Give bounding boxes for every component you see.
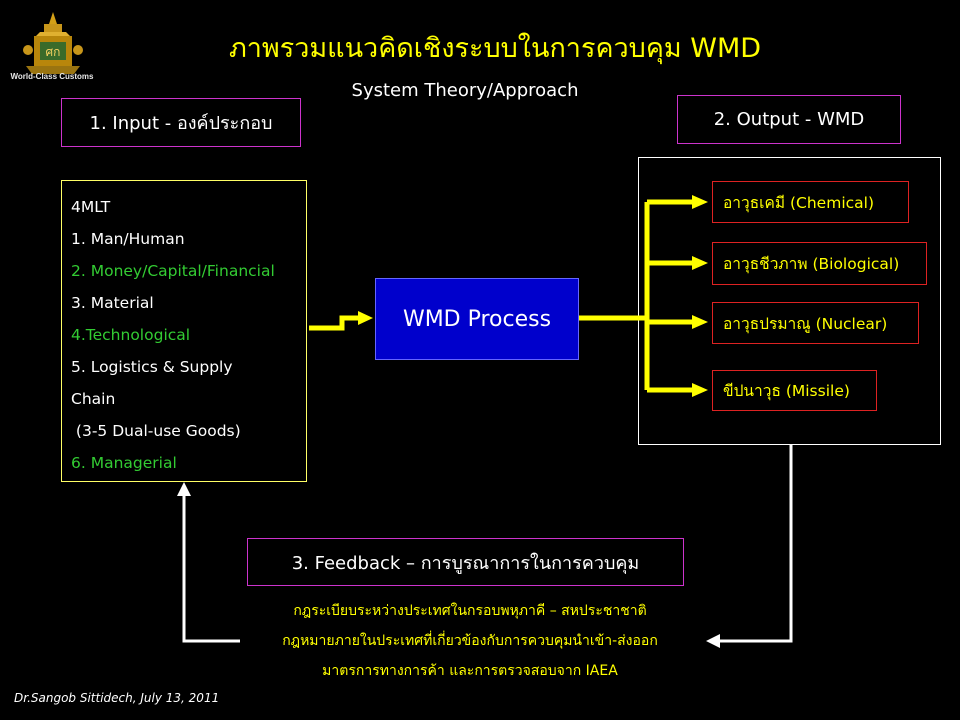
- weapon-label: ขีปนาวุธ (Missile): [723, 382, 850, 400]
- process-label: WMD Process: [402, 306, 552, 332]
- feedback-line: กฎหมายภายในประเทศที่เกี่ยวข้องกับการควบค…: [282, 633, 658, 649]
- input-to-process-arrow: [309, 315, 360, 331]
- weapon-label: อาวุธชีวภาพ (Biological): [723, 255, 900, 273]
- arrowhead-icon: [692, 383, 708, 397]
- input-item: 5. Logistics & Supply: [71, 358, 233, 376]
- input-item: 2. Money/Capital/Financial: [71, 262, 275, 280]
- weapon-biological-box: อาวุธชีวภาพ (Biological): [712, 242, 927, 285]
- arrowhead-icon: [692, 315, 708, 329]
- process-box: WMD Process: [375, 278, 579, 360]
- weapon-nuclear-box: อาวุธปรมาณู (Nuclear): [712, 302, 919, 344]
- weapon-label: อาวุธปรมาณู (Nuclear): [723, 314, 888, 333]
- arrowhead-icon: [706, 634, 720, 648]
- feedback-to-input-arrow: [182, 494, 240, 643]
- weapon-chemical-box: อาวุธเคมี (Chemical): [712, 181, 909, 223]
- slide-subtitle: System Theory/Approach: [351, 80, 579, 101]
- feedback-header-label: 3. Feedback – การบูรณาการในการควบคุม: [291, 552, 640, 574]
- feedback-header-box: 3. Feedback – การบูรณาการในการควบคุม: [247, 538, 684, 586]
- output-panel: [638, 157, 941, 445]
- author-credit: Dr.Sangob Sittidech, July 13, 2011: [14, 691, 220, 705]
- arrowhead-icon: [692, 195, 708, 209]
- output-header-label: 2. Output - WMD: [713, 109, 865, 130]
- output-header-box: 2. Output - WMD: [677, 95, 901, 144]
- input-item: 1. Man/Human: [71, 230, 185, 248]
- input-item: 4MLT: [71, 198, 111, 216]
- input-item: 3. Material: [71, 294, 154, 312]
- input-header-box: 1. Input - องค์ประกอบ: [61, 98, 301, 147]
- customs-crest-icon: ศก: [14, 10, 92, 84]
- weapon-label: อาวุธเคมี (Chemical): [723, 193, 874, 212]
- input-item: 6. Managerial: [71, 454, 177, 472]
- input-list-box: 4MLT 1. Man/Human 2. Money/Capital/Finan…: [61, 180, 307, 482]
- arrowhead-icon: [692, 256, 708, 270]
- weapon-missile-box: ขีปนาวุธ (Missile): [712, 370, 877, 411]
- output-to-feedback-arrow: [718, 445, 793, 643]
- input-header-label: 1. Input - องค์ประกอบ: [89, 113, 273, 134]
- input-item: (3-5 Dual-use Goods): [71, 422, 241, 440]
- input-item: 4.Technological: [71, 326, 191, 344]
- arrowhead-icon: [177, 482, 191, 496]
- feedback-line: มาตรการทางการค้า และการตรวจสอบจาก IAEA: [322, 663, 618, 679]
- input-item: Chain: [71, 390, 116, 408]
- slide-title: ภาพรวมแนวคิดเชิงระบบในการควบคุม WMD: [228, 33, 762, 64]
- feedback-line: กฎระเบียบระหว่างประเทศในกรอบพหุภาคี – สห…: [293, 603, 647, 619]
- svg-text:ศก: ศก: [46, 45, 61, 59]
- logo-caption: World-Class Customs: [10, 72, 94, 81]
- arrowhead-icon: [358, 311, 373, 325]
